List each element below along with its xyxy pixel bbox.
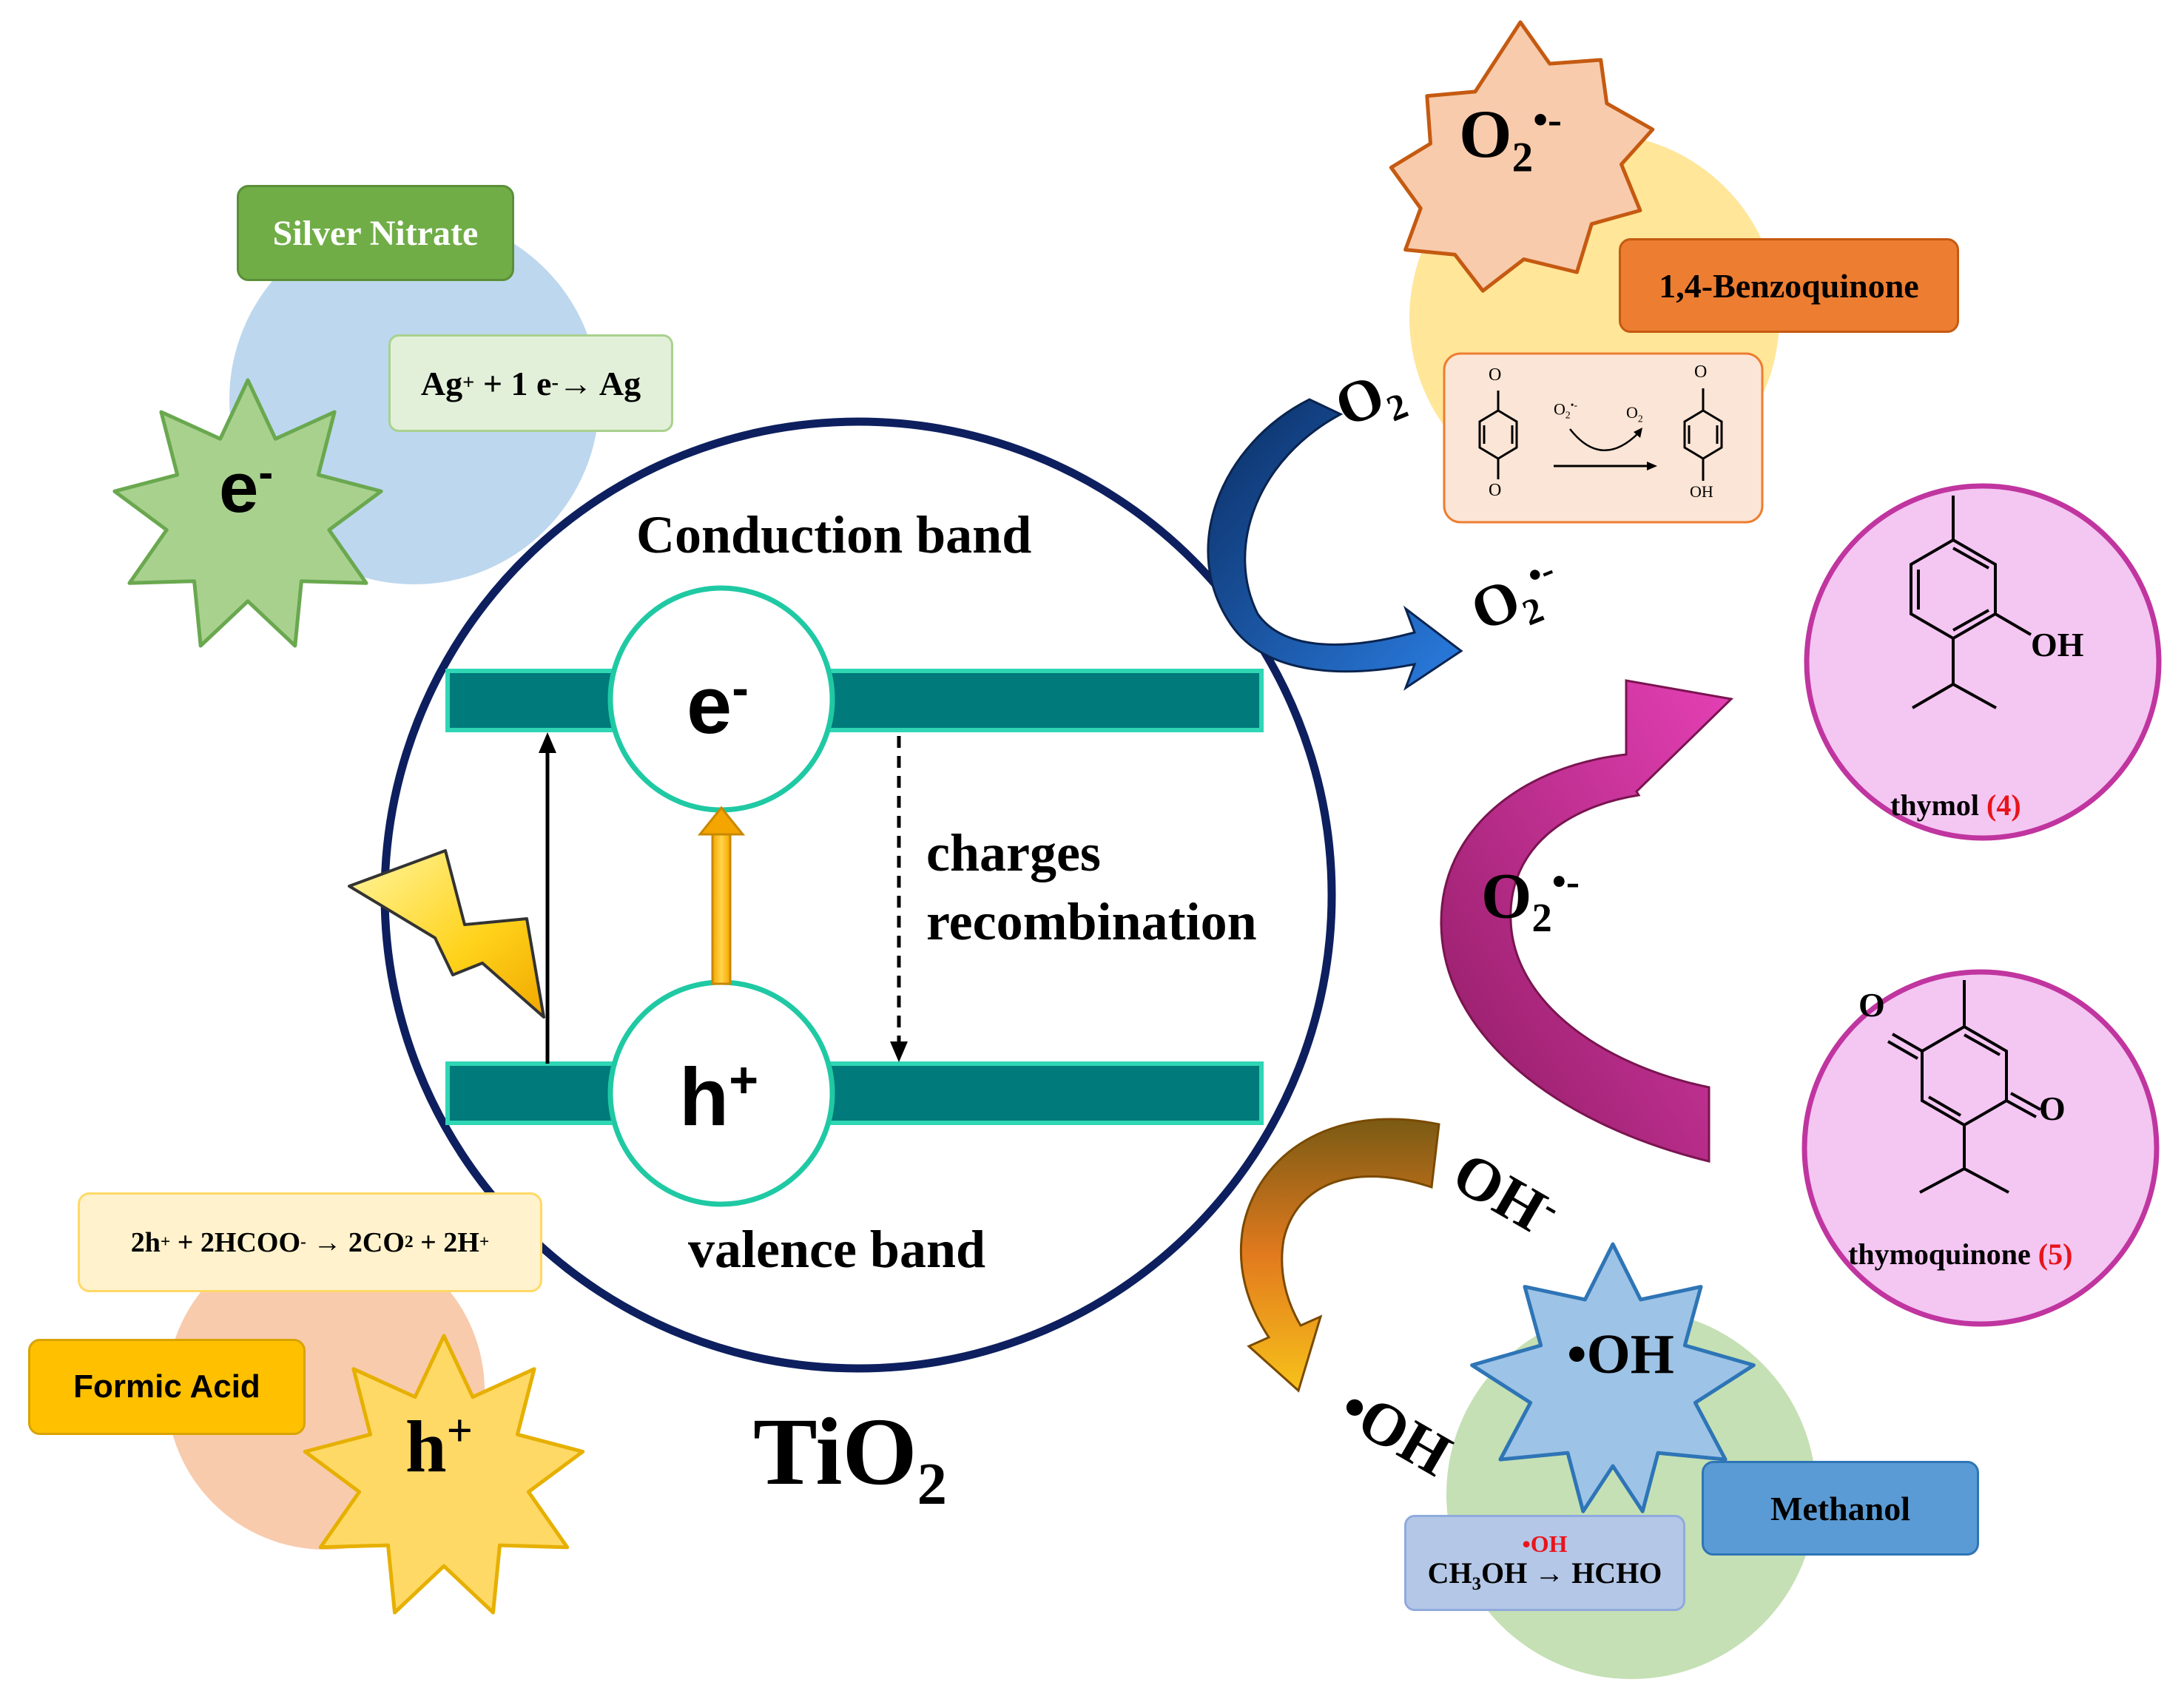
thymol-oh-label: OH <box>2031 626 2084 663</box>
thymoquinone-structure <box>1887 980 2041 1194</box>
benzoquinone-scheme-box <box>1443 352 1764 524</box>
thymol-name: thymol (4) <box>1890 789 2021 822</box>
formic-star-label: h+ <box>405 1405 473 1488</box>
silver-nitrate-label: Silver Nitrate <box>237 185 514 281</box>
benzoquinone-label: 1,4-Benzoquinone <box>1619 238 1959 333</box>
electron-label: e- <box>687 660 749 751</box>
thymoquinone-o-left: O <box>1858 986 1885 1024</box>
orange-transfer-arrowhead <box>697 806 746 836</box>
lightning-icon <box>348 849 545 1019</box>
valence-band-bar <box>445 1061 1264 1125</box>
valence-band-label: valence band <box>688 1220 986 1279</box>
bq-atom-o-top: O <box>1489 365 1502 385</box>
hydroxide-oxidation-arrow <box>1239 1118 1440 1393</box>
sq-atom-oh: OH <box>1690 482 1713 501</box>
recombination-arrowhead <box>890 1041 908 1062</box>
conduction-band-label: Conduction band <box>636 505 1032 564</box>
hole-star <box>303 1334 585 1615</box>
bq-atom-o-bottom: O <box>1489 481 1502 500</box>
hydroxyl-star <box>1470 1242 1756 1513</box>
thymoquinone-o-right: O <box>2039 1090 2066 1127</box>
methanol-reaction: •OH CH3OH → HCHO <box>1404 1515 1685 1611</box>
excitation-arrowhead <box>539 732 556 753</box>
recombination-label-line1: charges <box>926 823 1101 882</box>
o2-reduction-arrow <box>1207 398 1463 691</box>
sq-atom-o-radical: O <box>1694 362 1708 382</box>
thymoquinone-circle <box>1802 969 2160 1327</box>
catalyst-label: TiO2 <box>753 1399 947 1517</box>
recombination-label-line2: recombination <box>926 892 1257 951</box>
silver-reaction: Ag+ + 1 e-→ Ag <box>388 334 673 432</box>
benzoquinone-star-label: O2•- <box>1459 96 1563 181</box>
thymol-structure <box>1910 496 2032 709</box>
scheme-reagent: O2•- <box>1554 399 1578 421</box>
thymoquinone-name: thymoquinone (5) <box>1848 1237 2073 1271</box>
thymol-circle <box>1804 483 2162 841</box>
hole-label: h+ <box>679 1052 759 1143</box>
methanol-label: Methanol <box>1702 1461 1979 1556</box>
scheme-product: O2 <box>1626 403 1643 425</box>
electron-star <box>112 378 383 648</box>
conduction-band-bar <box>445 669 1264 732</box>
formic-acid-label: Formic Acid <box>28 1339 306 1435</box>
methanol-star-label: •OH <box>1567 1323 1674 1385</box>
superoxide-star <box>1389 20 1655 293</box>
silver-star-label: e- <box>219 448 274 527</box>
superoxide-arrow-label: O2•- <box>1481 859 1580 940</box>
orange-transfer-arrow <box>711 831 732 985</box>
superoxide-oxidation-arrow <box>1440 679 1734 1163</box>
